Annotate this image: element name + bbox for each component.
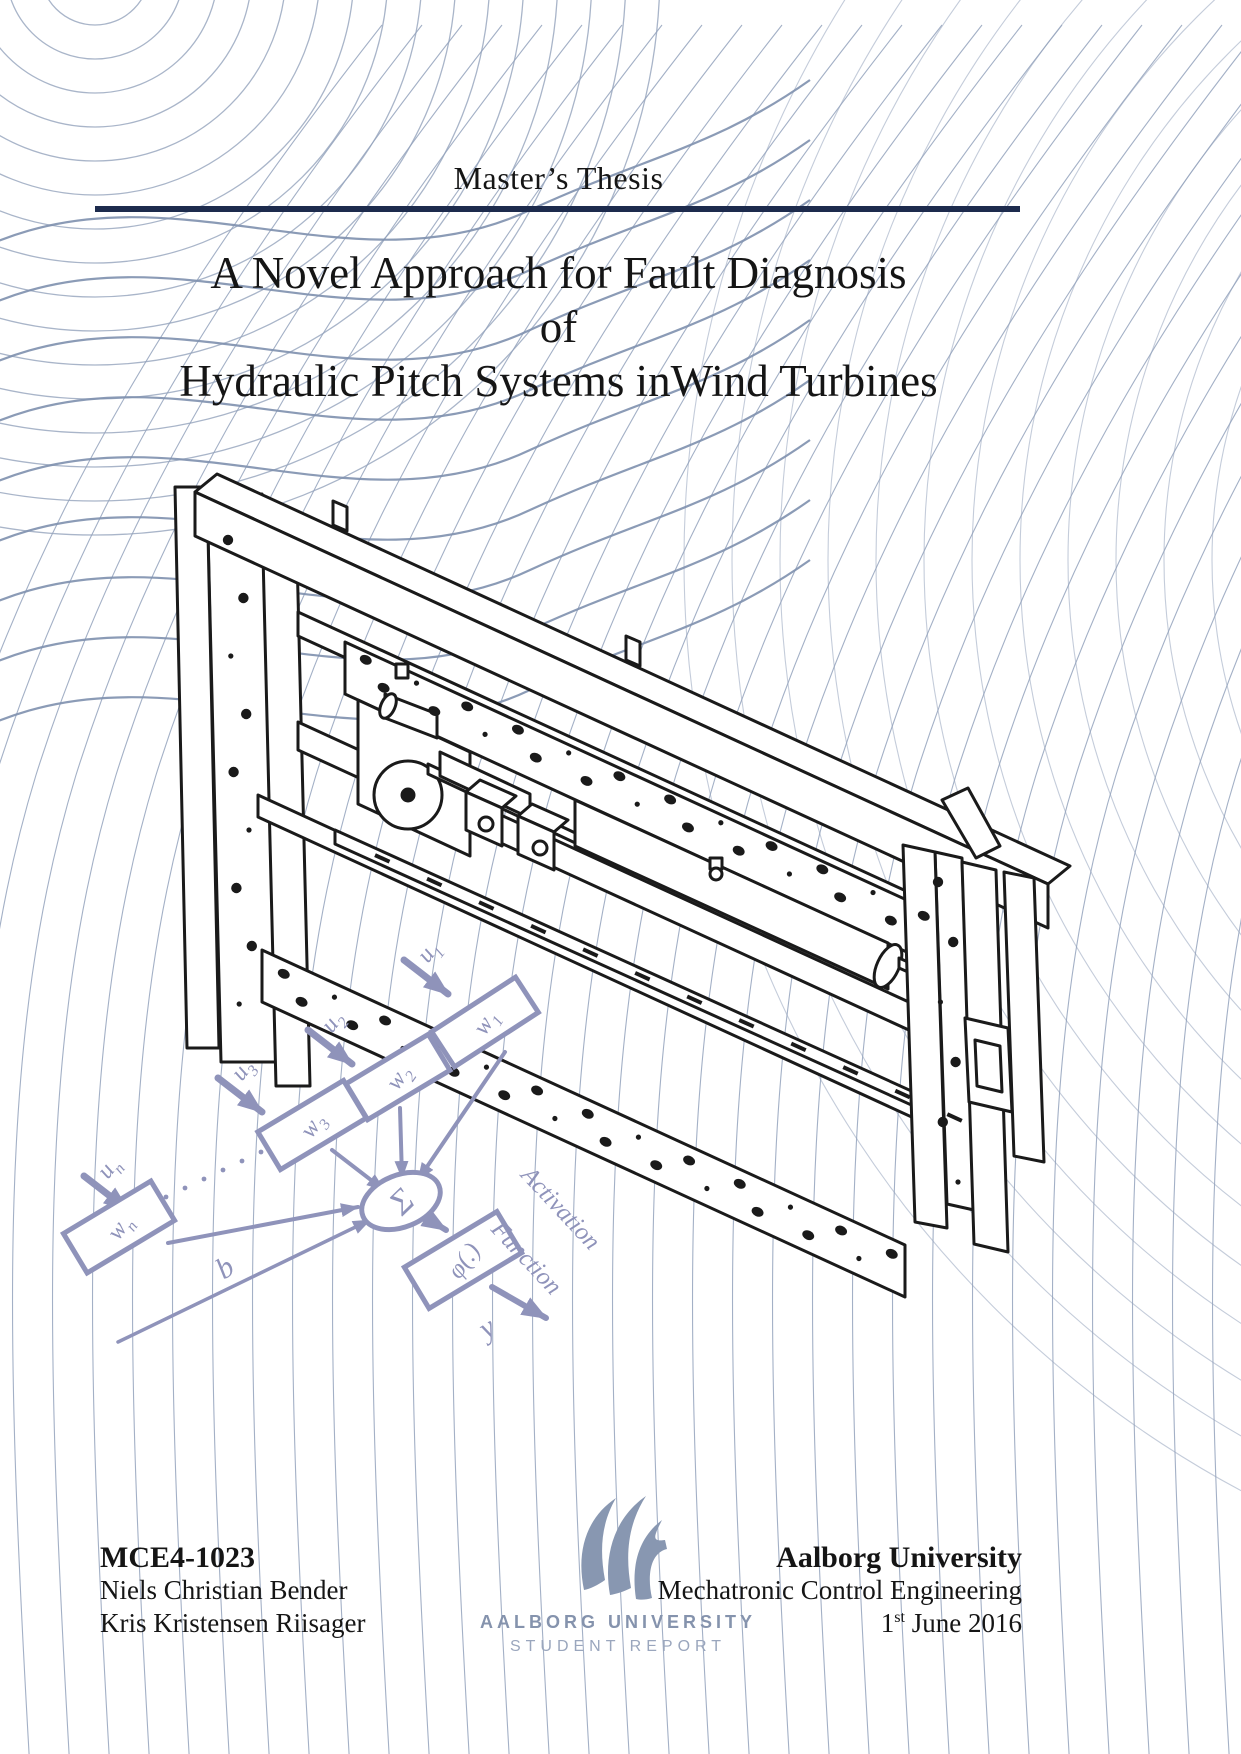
neuron-diagram: u1 u2 u3 un w1 w2 w3 wn — [60, 936, 605, 1347]
rig-lug-b — [531, 839, 549, 857]
output-label: y — [470, 1310, 502, 1347]
rig-rail4 — [256, 793, 942, 1132]
activation-box: φ(.) — [400, 1208, 526, 1312]
arrow-u3 — [214, 1074, 266, 1116]
thesis-date: 1st June 2016 — [658, 1607, 1022, 1640]
title-line-1: A Novel Approach for Fault Diagnosis — [210, 248, 907, 298]
rig-guide-rail — [333, 828, 1004, 1148]
department-name: Mechatronic Control Engineering — [657, 1575, 1022, 1605]
activation-caption-line1: Activation — [514, 1160, 605, 1255]
rig-sleeve — [383, 692, 439, 740]
date-ordinal: st — [894, 1608, 905, 1626]
rig-left-bar2 — [260, 512, 312, 1088]
rig-right-detail — [963, 1016, 1014, 1114]
aau-logo: AALBORG UNIVERSITY STUDENT REPORT — [468, 1492, 768, 1656]
rig-clevis-plate — [438, 750, 532, 820]
rig-perf-band2 — [260, 948, 907, 1299]
rig-guide-slots — [374, 853, 963, 1123]
rig-right-bar2 — [960, 860, 1010, 1254]
document-type-heading: Master’s Thesis — [453, 160, 664, 196]
test-rig-drawing — [173, 472, 1072, 1299]
arrow-u2 — [304, 1026, 356, 1068]
activation-caption-line2: Function — [485, 1215, 567, 1300]
rig-block-a-top — [464, 778, 518, 810]
rig-pivot-axle — [400, 787, 416, 803]
rig-perf-band1 — [343, 640, 937, 967]
project-group-block: MCE4-1023 Niels Christian Bender Kris Kr… — [100, 1541, 365, 1640]
arrow-sum-activation — [420, 1208, 449, 1233]
activation-symbol: φ(.) — [442, 1238, 486, 1284]
weight-box-w1: w1 — [428, 973, 542, 1071]
link-w3-sum — [330, 1148, 386, 1192]
label-un: un — [92, 1152, 129, 1187]
date-rest: June 2016 — [905, 1608, 1022, 1638]
label-u3: u3 — [226, 1054, 263, 1089]
dots-ellipsis — [125, 1140, 283, 1218]
rig-right-bracket — [940, 786, 1002, 860]
rig-perforation-dots — [222, 534, 961, 1262]
logo-report-text: STUDENT REPORT — [509, 1638, 727, 1655]
label-u1: u1 — [412, 936, 449, 971]
date-day: 1 — [880, 1608, 895, 1638]
logo-university-text: AALBORG UNIVERSITY — [479, 1612, 756, 1632]
rig-block-b — [516, 814, 556, 872]
rig-beam-tab2 — [624, 634, 642, 668]
rig-cylinder-cap — [872, 943, 904, 989]
rig-lug-a — [477, 815, 495, 833]
rig-right-bar1 — [901, 843, 949, 1230]
svg-text:w1: w1 — [468, 1005, 507, 1042]
author-1: Niels Christian Bender — [100, 1575, 348, 1605]
svg-text:w2: w2 — [381, 1060, 420, 1097]
university-block: Aalborg University Mechatronic Control E… — [658, 1541, 1022, 1640]
label-u2: u2 — [316, 1006, 353, 1041]
link-bias-sum — [116, 1218, 372, 1344]
rig-sleeve-cap — [378, 692, 398, 720]
rig-cylinder-rod2 — [897, 956, 964, 998]
rig-cylinder-portcap — [708, 866, 724, 882]
weight-box-wn: wn — [60, 1177, 178, 1277]
arrow-output — [489, 1284, 549, 1321]
rig-pivot-bracket — [356, 698, 472, 858]
svg-text:w3: w3 — [295, 1108, 334, 1145]
link-w2-sum — [394, 1106, 409, 1180]
arrow-u1 — [400, 956, 452, 998]
link-wn-sum — [166, 1203, 360, 1245]
rig-cylinder-port — [708, 856, 724, 871]
rig-left-bar1 — [173, 485, 221, 1050]
link-w1-sum — [416, 1050, 507, 1182]
rig-rod — [426, 762, 588, 850]
rig-top-beam-topface — [193, 472, 1072, 886]
rig-right-detail-inner — [973, 1038, 1004, 1094]
rig-rail2 — [296, 610, 932, 928]
weight-box-w3: w3 — [254, 1076, 370, 1174]
weight-box-w2: w2 — [342, 1030, 454, 1124]
author-2: Kris Kristensen Riisager — [100, 1608, 366, 1638]
thesis-title: A Novel Approach for Fault Diagnosis of … — [70, 246, 1047, 408]
rig-left-plate — [205, 492, 278, 1064]
rig-right-bar3 — [1002, 870, 1046, 1164]
arrow-un — [80, 1172, 132, 1214]
svg-text:wn: wn — [102, 1210, 141, 1247]
title-line-2: of — [539, 302, 578, 352]
bias-label: b — [210, 1250, 240, 1286]
title-line-3: Hydraulic Pitch Systems inWind Turbines — [179, 356, 938, 406]
rig-block-b-top — [516, 802, 570, 834]
rig-rail3 — [296, 720, 937, 1044]
rig-right-plate — [933, 850, 976, 1212]
sum-symbol: Σ — [381, 1182, 422, 1223]
rig-block-a — [464, 790, 504, 848]
aau-logo-mark — [581, 1496, 667, 1600]
university-name: Aalborg University — [776, 1541, 1022, 1574]
rig-bolt — [394, 662, 410, 680]
rig-cylinder-body — [573, 798, 890, 991]
sum-node: Σ — [359, 1169, 443, 1233]
rig-top-beam-front — [193, 490, 1050, 930]
project-id: MCE4-1023 — [100, 1541, 255, 1574]
rig-pivot-wheel — [372, 759, 444, 831]
rig-beam-tab1 — [331, 499, 349, 533]
title-rule — [95, 206, 1020, 212]
